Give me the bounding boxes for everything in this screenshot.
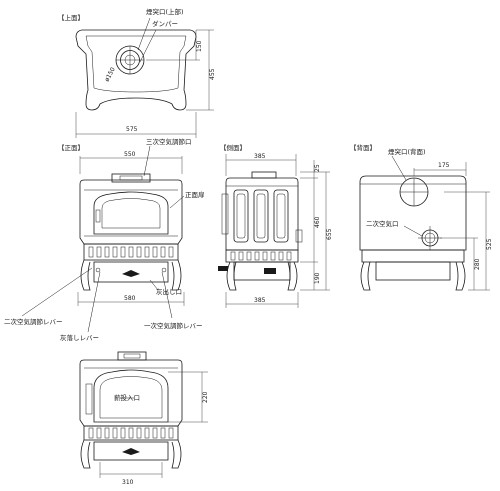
front-view-title: 【正面】: [58, 144, 84, 152]
top-view: 【上面】 煙突口(上部) ダンパー ø150 150 455 575: [58, 7, 216, 138]
label-tertiary-air: 三次空気調節口: [146, 137, 192, 146]
label-ash-outlet: 灰出し口: [156, 287, 182, 296]
leader-front-door: [169, 195, 185, 209]
dim-side-190: 190: [314, 272, 321, 284]
dim-side-25: 25: [314, 164, 321, 172]
front-top-trim: [111, 173, 151, 183]
back-leg-right: [455, 261, 466, 291]
side-lever-front: [218, 266, 228, 271]
dim-side-460: 460: [314, 216, 321, 228]
leader-secondary-lever: [21, 267, 93, 317]
fuel-inlet-outer: [93, 369, 169, 423]
open-leg-left: [80, 439, 91, 469]
back-ash-box: [375, 261, 451, 281]
front-leg-left: [80, 259, 91, 291]
side-grille-slots: [230, 251, 292, 261]
leader-back-flue: [391, 155, 407, 181]
side-door-edge: [221, 193, 229, 235]
leader-damper: [139, 29, 157, 63]
side-ash-box: [233, 261, 291, 281]
front-leg-right: [171, 259, 182, 291]
leader-flue-top: [137, 17, 151, 51]
front-door-glass: [101, 198, 161, 229]
label-front-door: 正面扉: [185, 190, 205, 199]
side-leg-back: [287, 261, 298, 291]
fuel-inlet-inner: [99, 376, 163, 419]
dim-front-550: 550: [124, 151, 136, 158]
open-ash-emblem: [122, 448, 140, 455]
side-lever-back: [264, 268, 276, 274]
front-open-view: 薪投入口 220 310: [79, 351, 209, 486]
label-ash-lever: 灰落しレバー: [60, 333, 99, 342]
leader-back-air: [403, 225, 423, 237]
front-grille-slots: [88, 246, 174, 258]
label-back-flue: 煙突口(背面): [388, 147, 426, 156]
dim-top-150: 150: [196, 40, 203, 52]
dim-back-175: 175: [438, 162, 450, 169]
dim-top-575: 575: [126, 126, 138, 133]
open-ash-box: [93, 441, 169, 461]
leader-primary-lever: [161, 271, 173, 319]
leader-ash-lever: [87, 271, 101, 333]
front-door-outer: [93, 191, 169, 235]
label-secondary-lever: 二次空気調節レバー: [4, 317, 63, 326]
leader-ash-outlet: [149, 279, 159, 291]
dim-side-385-top: 385: [254, 153, 266, 160]
open-grille-band: [83, 425, 179, 441]
ash-box: [93, 261, 169, 283]
label-primary-lever: 一次空気調節レバー: [144, 321, 203, 330]
back-lower-band: [361, 249, 465, 263]
open-grille-slots: [88, 427, 174, 439]
label-damper: ダンパー: [152, 19, 178, 28]
dim-side-655: 655: [326, 228, 333, 240]
side-body-outline: [225, 177, 299, 251]
leader-tertiary-air: [143, 145, 151, 177]
label-fuel-inlet: 薪投入口: [114, 393, 140, 402]
dim-back-280: 280: [474, 258, 481, 270]
open-body-outline: [79, 359, 183, 427]
dim-side-385-bottom: 385: [254, 297, 266, 304]
side-panels: [233, 189, 289, 243]
side-top-collar: [251, 171, 277, 179]
dim-back-525: 525: [486, 238, 493, 250]
open-leg-right: [171, 439, 182, 469]
label-diameter: ø150: [104, 66, 117, 83]
front-view: 【正面】 550 正面扉 三次空気調節口: [4, 137, 205, 342]
dim-top-455: 455: [209, 68, 216, 80]
top-view-title: 【上面】: [58, 13, 84, 22]
door-hinge: [95, 209, 101, 223]
back-leg-left: [360, 261, 371, 291]
back-view-title: 【背面】: [350, 143, 376, 152]
top-inner-outline: [85, 35, 187, 93]
dim-open-220: 220: [202, 391, 209, 403]
side-view-title: 【側面】: [220, 144, 246, 152]
front-grille-band: [83, 243, 179, 261]
dim-open-310: 310: [122, 479, 134, 486]
side-leg-front: [226, 261, 237, 291]
front-body-outline: [79, 179, 183, 245]
tertiary-air-slot: [119, 175, 143, 181]
side-back-outlet: [295, 229, 303, 243]
label-back-air: 二次空気口: [366, 219, 399, 228]
back-view: 【背面】 煙突口(背面) 二次空気口 175 280 525: [350, 143, 493, 291]
lever-knob-left: [95, 267, 101, 273]
open-top-slot: [123, 353, 141, 359]
open-door-edge: [85, 383, 93, 415]
ash-box-emblem: [122, 270, 140, 277]
lever-knob-right: [161, 267, 167, 273]
label-flue-top: 煙突口(上部): [146, 7, 184, 16]
top-body-outline: [75, 29, 197, 111]
side-view: 【側面】 385: [218, 144, 333, 308]
back-body-outline: [359, 175, 467, 251]
dim-front-580: 580: [124, 295, 136, 302]
open-top-trim: [117, 351, 147, 361]
